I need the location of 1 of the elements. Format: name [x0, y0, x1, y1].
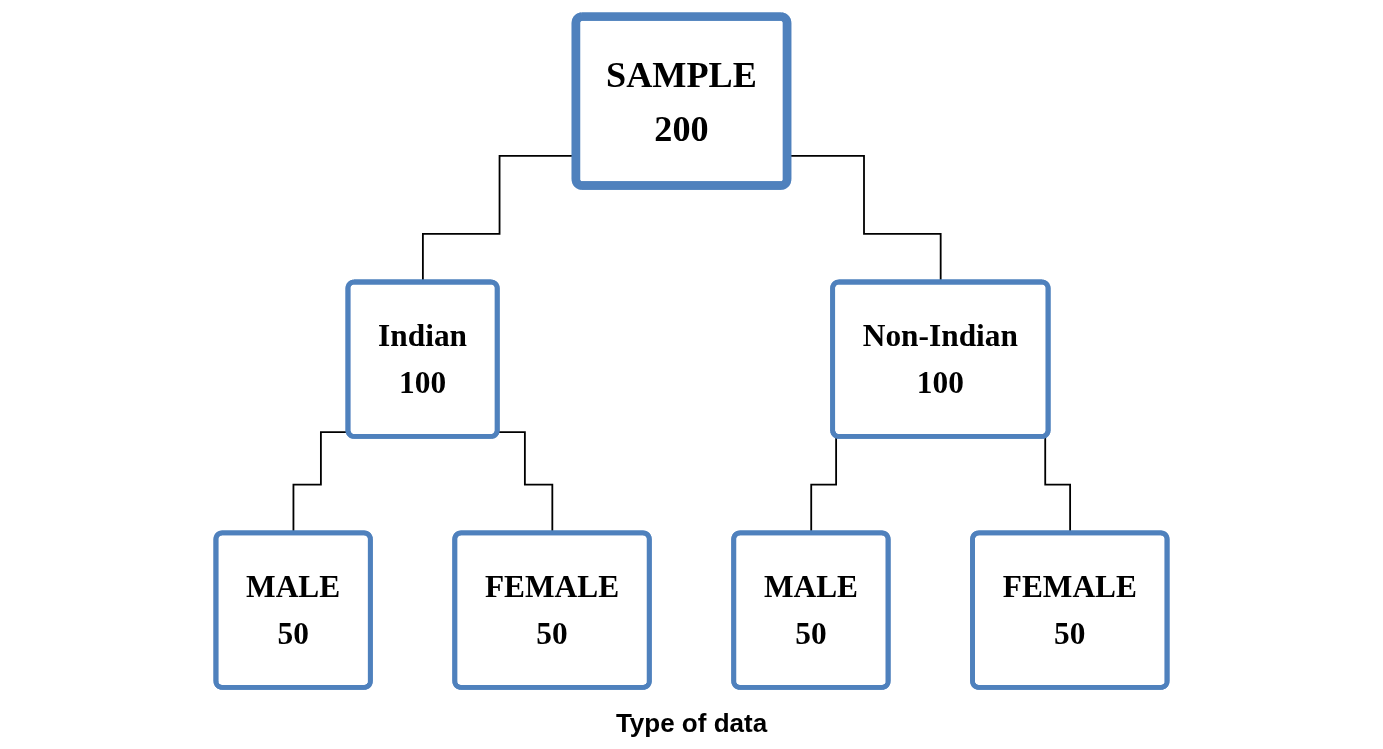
caption: Type of data [615, 708, 768, 739]
